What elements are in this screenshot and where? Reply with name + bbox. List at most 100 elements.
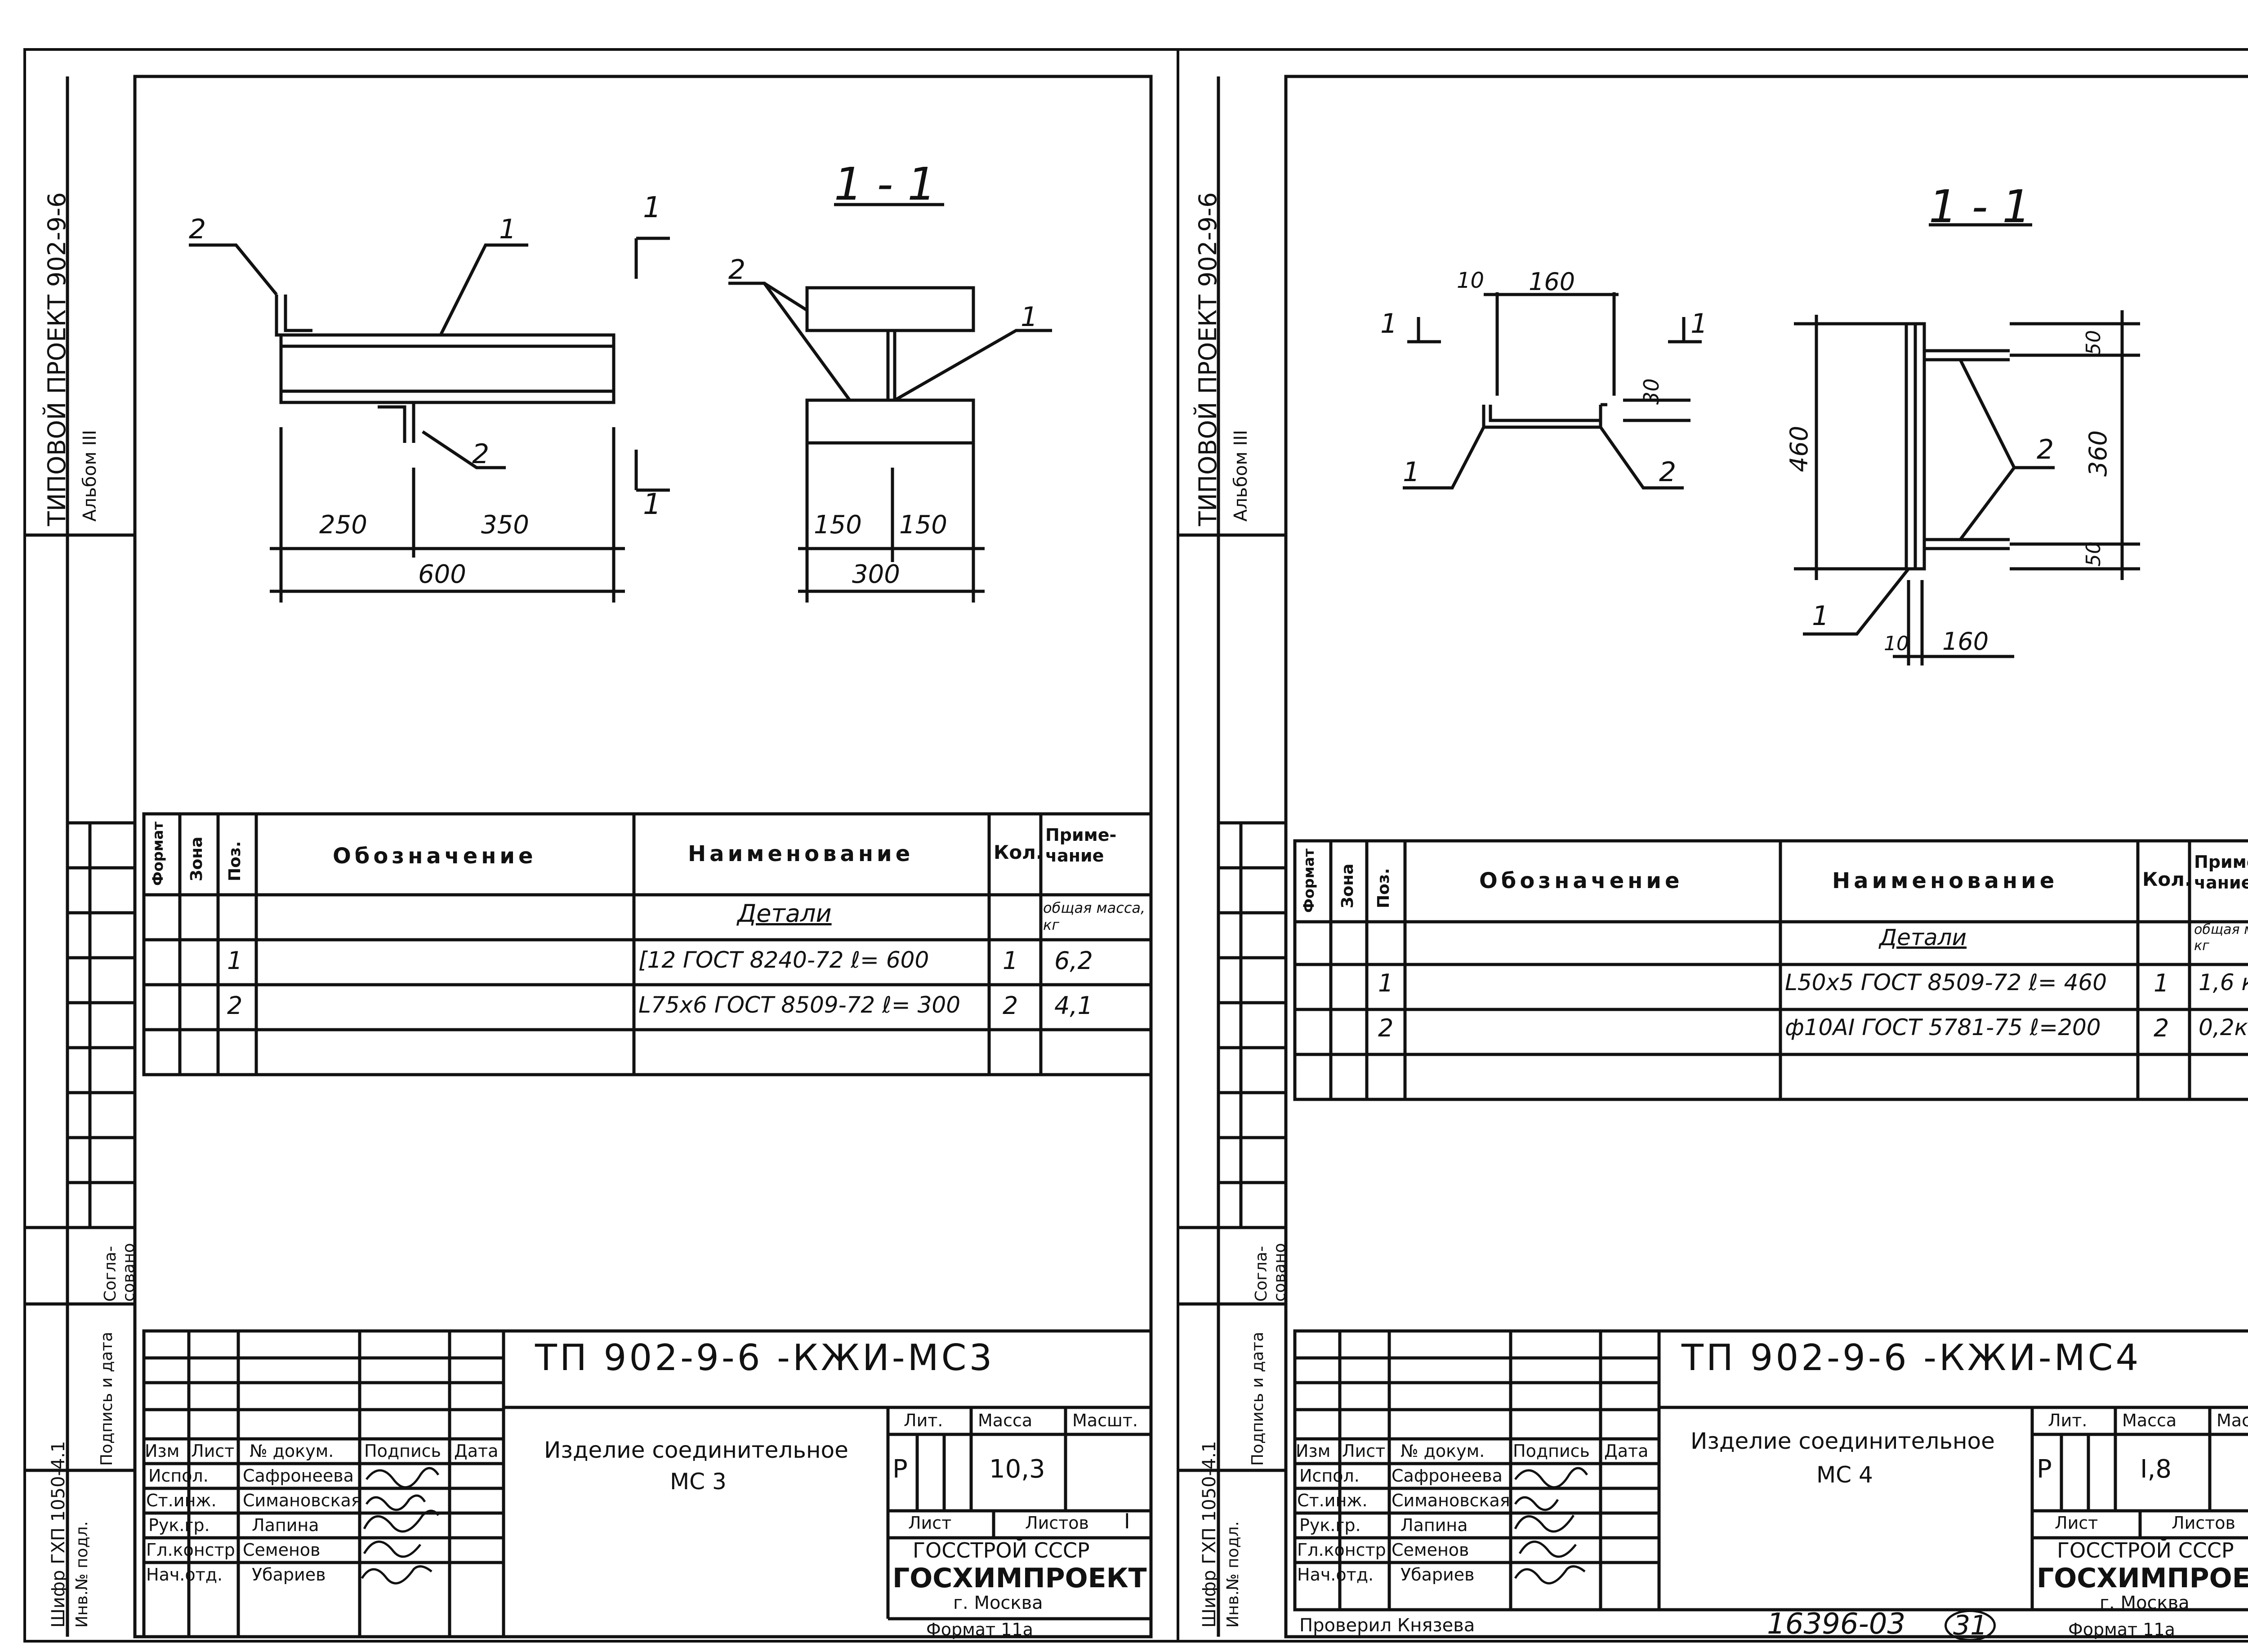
- row-name: L50x5 ГОСТ 8509-72 ℓ= 460: [1785, 969, 2107, 996]
- org-institute: ГОСХИМПРОЕКТ: [892, 1563, 1147, 1594]
- format-label: Формат 11а: [2068, 1620, 2175, 1639]
- item-title: Изделие соединительное: [1690, 1428, 1995, 1454]
- drawing-code: ТП 902-9-6 -КЖИ-МС3: [535, 1337, 995, 1379]
- mass-label: Масса: [2122, 1411, 2177, 1430]
- lit-value: Р: [892, 1455, 908, 1484]
- person-name: Убариев: [252, 1565, 326, 1585]
- col-name: Наименование: [1832, 868, 2058, 893]
- person-name: Семенов: [243, 1540, 321, 1560]
- callout-1: 1: [1403, 456, 1420, 488]
- cut-mark-label: 1: [1380, 308, 1398, 339]
- callout-1: 1: [1021, 301, 1038, 333]
- col-designation: Обозначение: [1479, 868, 1683, 893]
- row-pos: 2: [1378, 1014, 1394, 1042]
- col-pos: Поз.: [1374, 868, 1393, 908]
- org-city: г. Москва: [2100, 1593, 2190, 1613]
- col-format: Формат: [1300, 848, 1317, 913]
- col-qty: Кол.: [2142, 868, 2192, 890]
- col-note: Приме-чание: [2194, 852, 2248, 893]
- col-zone: Зона: [187, 836, 206, 881]
- mass-value: I,8: [2140, 1455, 2172, 1484]
- col-date: Дата: [1604, 1441, 1649, 1461]
- agreed-label: Согла- совано: [101, 1243, 138, 1302]
- row-name: [12 ГОСТ 8240-72 ℓ= 600: [638, 947, 929, 973]
- lit-label: Лит.: [904, 1411, 943, 1430]
- dim-250: 250: [319, 510, 367, 540]
- archive-number: 16396-03: [1767, 1607, 1906, 1641]
- cut-mark-label: 1: [643, 191, 661, 224]
- person-name: Симановская: [243, 1491, 361, 1510]
- dim-600: 600: [418, 560, 466, 589]
- col-doc: № докум.: [1401, 1441, 1485, 1461]
- org-city: г. Москва: [953, 1593, 1043, 1613]
- col-qty: Кол.: [994, 841, 1043, 863]
- col-designation: Обозначение: [333, 844, 537, 869]
- row-pos: 2: [227, 991, 243, 1020]
- role: Ст.инж.: [146, 1491, 217, 1510]
- project-label: ТИПОВОЙ ПРОЕКТ 902-9-6: [43, 192, 71, 526]
- archive-sheet: 31: [1945, 1610, 1996, 1641]
- dim-350: 350: [481, 510, 529, 540]
- role: Нач.отд.: [146, 1565, 223, 1585]
- org-institute: ГОСХИМПРОЕКТ: [2037, 1563, 2248, 1594]
- row-note: 1,6 кг: [2199, 969, 2248, 996]
- dim-150: 150: [814, 510, 862, 540]
- cipher-label: Шифр ГХП 1050-4.1: [1199, 1441, 1220, 1628]
- cut-mark-label: 1: [643, 488, 661, 521]
- callout-1: 1: [1812, 600, 1829, 632]
- checked-by: Проверил Князева: [1299, 1615, 1475, 1636]
- section-label: Детали: [1879, 924, 1967, 951]
- callout-2: 2: [189, 214, 206, 245]
- org-name: ГОССТРОЙ СССР: [2057, 1538, 2234, 1563]
- row-name: L75x6 ГОСТ 8509-72 ℓ= 300: [638, 992, 961, 1018]
- callout-2: 2: [1659, 456, 1677, 488]
- col-note: Приме-чание: [1045, 825, 1117, 866]
- role: Ст.инж.: [1297, 1491, 1368, 1510]
- agreed-label: Согла- совано: [1252, 1243, 1289, 1302]
- row-qty: 1: [2154, 969, 2169, 997]
- sign-date-label: Подпись и дата: [1249, 1331, 1267, 1466]
- person-name: Лапина: [252, 1515, 319, 1535]
- item-title: Изделие соединительное: [544, 1437, 848, 1463]
- dim-160: 160: [1942, 627, 1989, 656]
- item-code: МС 3: [670, 1469, 727, 1495]
- col-sign: Подпись: [1513, 1441, 1590, 1461]
- lit-label: Лит.: [2048, 1411, 2087, 1430]
- dim-460: 460: [1785, 425, 1813, 472]
- person-name: Семенов: [1392, 1540, 1469, 1560]
- role: Гл.констр: [1297, 1540, 1386, 1560]
- person-name: Симановская: [1392, 1491, 1510, 1510]
- drawing-code: ТП 902-9-6 -КЖИ-МС4: [1682, 1337, 2141, 1379]
- dim-300: 300: [852, 560, 900, 589]
- dim-10: 10: [1884, 632, 1909, 655]
- section-label: Детали: [737, 899, 832, 928]
- col-format: Формат: [149, 822, 166, 886]
- role: Рук.гр.: [1299, 1515, 1361, 1535]
- row-qty: 2: [1003, 991, 1018, 1020]
- role: Нач.отд.: [1297, 1565, 1374, 1585]
- scale-label: Масшт.: [2217, 1411, 2248, 1430]
- section-title: 1 - 1: [834, 158, 936, 210]
- org-name: ГОССТРОЙ СССР: [913, 1538, 1090, 1563]
- callout-2: 2: [472, 438, 490, 470]
- callout-2: 2: [2037, 434, 2054, 465]
- dim-150: 150: [899, 510, 947, 540]
- row-name: ф10АI ГОСТ 5781-75 ℓ=200: [1785, 1014, 2101, 1040]
- row-note: 4,1: [1054, 991, 1093, 1020]
- sheets-label: Листов: [1025, 1513, 1089, 1533]
- row-pos: 1: [227, 947, 243, 975]
- mass-value: 10,3: [989, 1455, 1045, 1484]
- row-qty: 1: [1003, 947, 1018, 975]
- row-note: 0,2кг: [2199, 1014, 2248, 1040]
- item-code: МС 4: [1816, 1462, 1873, 1488]
- role: Рук.гр.: [148, 1515, 210, 1535]
- dim-50: 50: [2082, 541, 2105, 567]
- row-qty: 2: [2154, 1014, 2169, 1042]
- col-pos: Поз.: [226, 841, 244, 881]
- role: Испол.: [148, 1466, 209, 1486]
- sheets-value: I: [1124, 1509, 1130, 1533]
- mass-note: общая масса, кг: [1043, 899, 1146, 934]
- lit-value: Р: [2037, 1455, 2052, 1484]
- person-name: Убариев: [1401, 1565, 1475, 1585]
